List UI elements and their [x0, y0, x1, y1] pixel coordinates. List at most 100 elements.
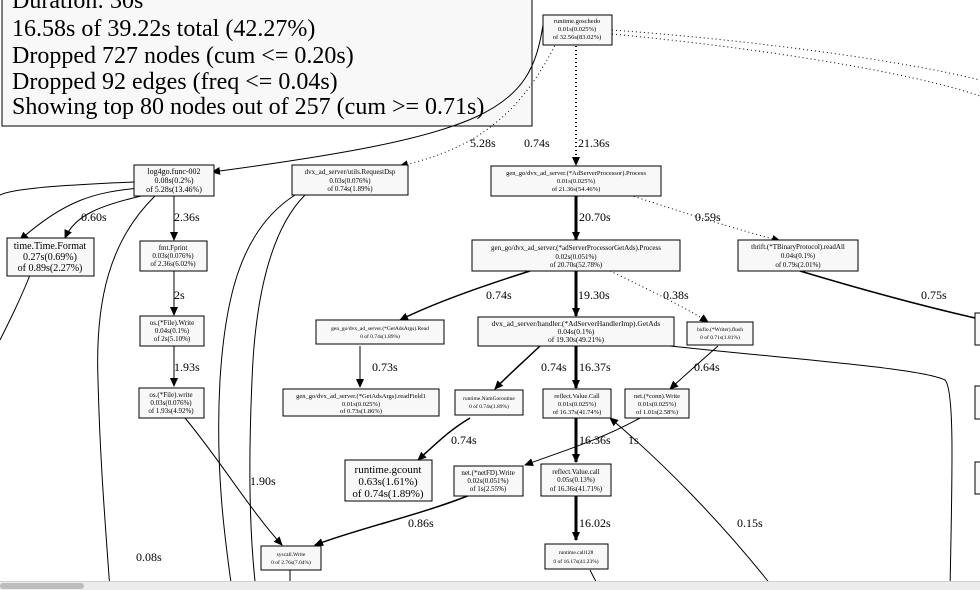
svg-text:syscall.Write: syscall.Write	[277, 552, 306, 558]
svg-text:gen_go/dvx_ad_server.(*adServe: gen_go/dvx_ad_server.(*adServerProcessor…	[491, 244, 661, 252]
svg-text:0.01s(0.025%): 0.01s(0.025%)	[558, 401, 596, 408]
edge-connwrite-netfdwrite	[524, 417, 641, 466]
node-tbinaryprotocol-readall[interactable]: thrift.(*TBinaryProtocol).readAll 0.04s(…	[737, 239, 859, 272]
node-os-file-write[interactable]: os.(*File).Write 0.04s(0.1%) of 2s(5.10%…	[139, 315, 205, 347]
node-reflect-value-call-lower[interactable]: reflect.Value.call 0.05s(0.13%) of 16.36…	[540, 463, 612, 497]
edge-label: 16.02s	[579, 516, 611, 530]
node-log4go-func-002[interactable]: log4go.func-002 0.08s(0.2%) of 5.28s(13.…	[133, 164, 215, 197]
edge-label: 0.74s	[451, 433, 477, 447]
svg-text:0.04s(0.1%): 0.04s(0.1%)	[558, 327, 595, 336]
svg-text:time.Time.Format: time.Time.Format	[14, 241, 87, 252]
node-fmt-fprint[interactable]: fmt.Fprint 0.03s(0.076%) of 2.36s(6.02%)	[139, 240, 208, 272]
svg-text:0 of 2.76s(7.04%): 0 of 2.76s(7.04%)	[271, 559, 311, 566]
svg-text:0.03s(0.076%): 0.03s(0.076%)	[150, 399, 192, 407]
edge-label: 0.60s	[81, 210, 107, 224]
svg-text:of 16.37s(41.74%): of 16.37s(41.74%)	[553, 409, 602, 416]
edges	[0, 24, 980, 590]
node-offscreen-right-1[interactable]	[974, 312, 980, 346]
edge-label: 0.64s	[694, 360, 720, 374]
edge-label: 2.36s	[174, 210, 200, 224]
edge-log4go-timeformat-a	[19, 187, 141, 241]
edge-label: 21.36s	[578, 136, 610, 150]
edge-log4go-down	[97, 195, 156, 590]
svg-text:0.04s(0.1%): 0.04s(0.1%)	[155, 327, 190, 335]
legend-line-duration: Duration: 30s	[12, 0, 143, 14]
svg-text:of 0.73s(1.86%): of 0.73s(1.86%)	[340, 408, 382, 415]
summary-legend: Duration: 30s 16.58s of 39.22s total (42…	[1, 0, 533, 127]
nodes: runtime.goschedo 0.01s(0.025%) of 32.56s…	[6, 14, 980, 571]
edge-getads-offscreen	[669, 345, 953, 590]
edge-label: 0.15s	[737, 516, 763, 530]
edge-goschedo-log4go	[211, 24, 544, 175]
edge-getadsprocess-getadsargsread	[399, 270, 531, 321]
svg-text:of 32.56s(83.02%): of 32.56s(83.02%)	[553, 34, 602, 41]
edge-label: 16.37s	[579, 360, 611, 374]
node-net-netfd-write[interactable]: net.(*netFD).Write 0.02s(0.051%) of 1s(2…	[453, 465, 524, 497]
legend-line-showing: Showing top 80 nodes out of 257 (cum >= …	[12, 94, 484, 120]
node-runtime-goschedo[interactable]: runtime.goschedo 0.01s(0.025%) of 32.56s…	[542, 14, 613, 46]
legend-line-dropped-nodes: Dropped 727 nodes (cum <= 0.20s)	[12, 43, 354, 69]
node-getadsargs-read[interactable]: gen_go/dvx_ad_server.(*GetAdsArgs).Read …	[315, 319, 445, 345]
edge-label: 1.93s	[174, 360, 200, 374]
node-getads-processor-process[interactable]: gen_go/dvx_ad_server.(*adServerProcessor…	[471, 239, 681, 272]
svg-text:of 19.30s(49.21%): of 19.30s(49.21%)	[548, 335, 605, 344]
svg-text:os.(*File).write: os.(*File).write	[149, 391, 192, 399]
svg-text:bufio.(*Writer).flush: bufio.(*Writer).flush	[697, 326, 743, 333]
svg-text:net.(*conn).Write: net.(*conn).Write	[634, 393, 680, 400]
svg-text:of 0.89s(2.27%): of 0.89s(2.27%)	[18, 263, 83, 274]
svg-text:dvx_ad_server/handler.(*AdServ: dvx_ad_server/handler.(*AdServerHandlerI…	[492, 319, 661, 328]
svg-text:runtime.gcount: runtime.gcount	[355, 464, 422, 476]
scrollbar-thumb[interactable]	[0, 583, 84, 589]
edge-label: 20.70s	[579, 210, 611, 224]
node-offscreen-right-2[interactable]	[974, 385, 980, 420]
edge-label: 1s	[628, 433, 639, 447]
svg-text:of 0.79s(2.01%): of 0.79s(2.01%)	[775, 261, 821, 269]
node-adserverprocessor-process[interactable]: gen_go/dvx_ad_server.(*AdServerProcessor…	[490, 165, 662, 197]
node-handler-getads[interactable]: dvx_ad_server/handler.(*AdServerHandlerI…	[477, 316, 675, 347]
node-syscall-write[interactable]: syscall.Write 0 of 2.76s(7.04%)	[260, 545, 322, 571]
svg-text:reflect.Value.call: reflect.Value.call	[552, 468, 599, 476]
svg-text:of 2s(5.10%): of 2s(5.10%)	[154, 335, 191, 343]
edge-label: 0.08s	[136, 550, 162, 564]
edge-timeformat-offscreen	[0, 274, 31, 341]
svg-text:of 1.01s(2.58%): of 1.01s(2.58%)	[636, 409, 678, 416]
node-getadsargs-readfield1[interactable]: gen_go/dvx_ad_server.(*GetAdsArgs).readF…	[282, 388, 440, 417]
edge-netfdwrite-syscallwrite	[314, 494, 471, 546]
edge-goschedo-offscreen-1	[611, 29, 980, 81]
edge-label: 5.28s	[470, 136, 496, 150]
node-runtime-numgoroutine[interactable]: runtime.NumGoroutine 0 of 0.74s(1.89%)	[454, 389, 524, 416]
node-os-file-write-lower[interactable]: os.(*File).write 0.03s(0.076%) of 1.93s(…	[138, 387, 205, 419]
node-offscreen-right-3[interactable]	[974, 461, 980, 495]
svg-text:of 20.70s(52.78%): of 20.70s(52.78%)	[550, 261, 603, 269]
edge-goschedo-requestdsp	[399, 34, 561, 169]
svg-text:of 21.36s(54.46%): of 21.36s(54.46%)	[552, 186, 601, 193]
edge-requestdsp-down-2	[249, 194, 306, 590]
svg-text:of 0.74s(1.89%): of 0.74s(1.89%)	[327, 185, 373, 193]
edge-label: 0.38s	[663, 288, 689, 302]
edge-bufioflush-connwrite	[669, 345, 719, 390]
node-runtime-gcount[interactable]: runtime.gcount 0.63s(1.61%) of 0.74s(1.8…	[344, 459, 433, 502]
svg-text:0.02s(0.051%): 0.02s(0.051%)	[555, 253, 597, 261]
node-bufio-writer-flush[interactable]: bufio.(*Writer).flush 0 of 0.71s(1.81%)	[686, 321, 754, 346]
svg-text:of 0.74s(1.89%): of 0.74s(1.89%)	[352, 488, 424, 500]
node-utils-requestdsp[interactable]: dvx_ad_server/utils.RequestDsp 0.03s(0.0…	[291, 164, 409, 196]
svg-text:0.04s(0.1%): 0.04s(0.1%)	[781, 252, 816, 260]
edge-label: 2s	[174, 288, 185, 302]
svg-text:gen_go/dvx_ad_server.(*AdServe: gen_go/dvx_ad_server.(*AdServerProcessor…	[506, 170, 646, 177]
svg-text:0.01s(0.025%): 0.01s(0.025%)	[557, 178, 595, 185]
svg-text:0.63s(1.61%): 0.63s(1.61%)	[358, 476, 418, 488]
edge-call128-valuecall	[609, 417, 776, 590]
horizontal-scrollbar[interactable]	[0, 581, 980, 590]
edge-getads-numgoroutine	[494, 345, 541, 390]
svg-text:gen_go/dvx_ad_server.(*GetAdsA: gen_go/dvx_ad_server.(*GetAdsArgs).readF…	[296, 393, 426, 400]
edge-label: 0.74s	[524, 136, 550, 150]
node-runtime-call128[interactable]: runtime.call128 0 of 16.17s(41.23%)	[544, 543, 609, 570]
node-reflect-value-call[interactable]: reflect.Value.Call 0.01s(0.025%) of 16.3…	[542, 388, 612, 419]
node-net-conn-write[interactable]: net.(*conn).Write 0.01s(0.025%) of 1.01s…	[624, 388, 690, 419]
svg-text:of 1s(2.55%): of 1s(2.55%)	[470, 485, 507, 493]
node-time-time-format[interactable]: time.Time.Format 0.27s(0.69%) of 0.89s(2…	[6, 237, 95, 277]
edge-readall-offscreen	[799, 270, 976, 319]
svg-text:0.01s(0.025%): 0.01s(0.025%)	[558, 26, 596, 33]
edge-labels: 5.28s 0.74s 21.36s 0.60s 2.36s 20.70s 0.…	[81, 136, 947, 564]
